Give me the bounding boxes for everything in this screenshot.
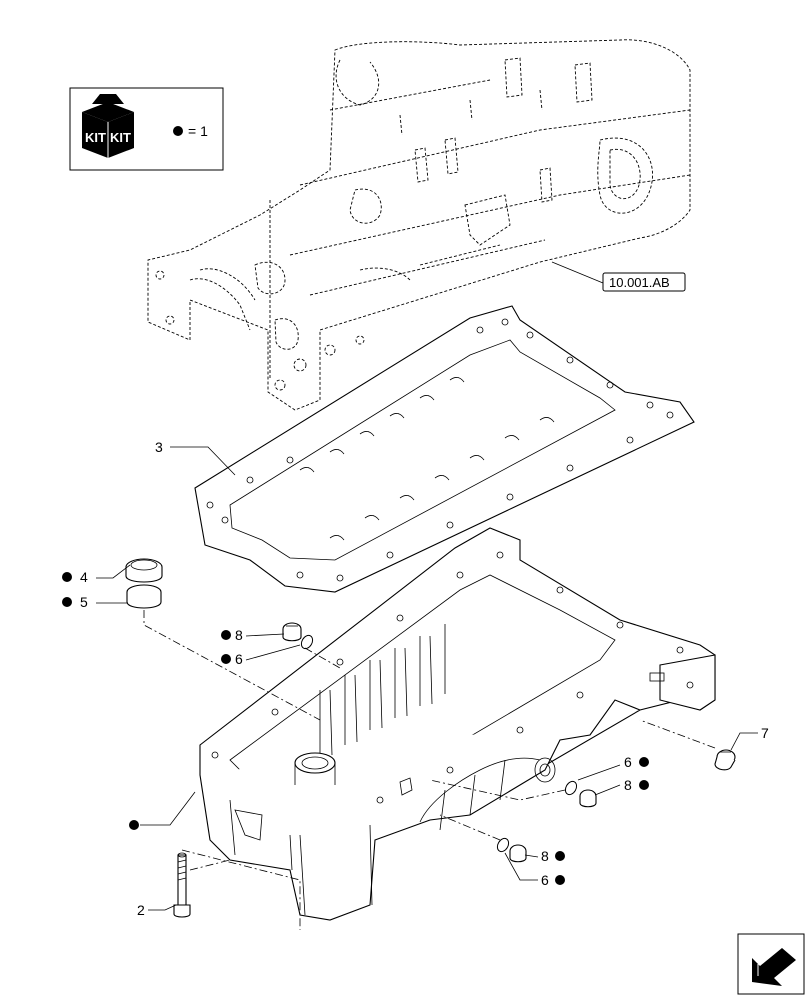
callout-label-8-mid[interactable]: 8	[624, 777, 632, 793]
callout-label-6-mid[interactable]: 6	[624, 754, 632, 770]
o-ring-part-6-top	[300, 634, 314, 650]
kit-dot-icon	[555, 875, 565, 885]
sump-gasket-part-3	[194, 305, 695, 593]
callout-label-8-top[interactable]: 8	[235, 627, 243, 643]
callout-6-top[interactable]: 6	[221, 651, 243, 667]
callout-7[interactable]: 7	[761, 725, 769, 741]
callout-8-bottom[interactable]: 8	[541, 848, 565, 864]
kit-word-left: KIT	[85, 130, 106, 145]
o-ring-part-6-mid	[564, 780, 578, 796]
callout-label-2[interactable]: 2	[137, 902, 145, 918]
plug-part-7	[714, 749, 736, 771]
callout-6-mid[interactable]: 6	[624, 754, 649, 770]
callout-label-5[interactable]: 5	[80, 594, 88, 610]
callout-4[interactable]: 4	[62, 569, 88, 585]
bolt-part-2	[173, 852, 191, 918]
kit-dot-icon	[639, 780, 649, 790]
kit-dot-icon	[639, 757, 649, 767]
reference-label[interactable]: 10.001.AB	[609, 275, 670, 290]
callout-3[interactable]: 3	[155, 439, 163, 455]
callout-8-top[interactable]: 8	[221, 627, 243, 643]
kit-dot-icon	[221, 654, 231, 664]
kit-equals-text: = 1	[188, 123, 208, 139]
callout-label-4[interactable]: 4	[80, 569, 88, 585]
callout-6-bottom[interactable]: 6	[541, 872, 565, 888]
kit-dot-icon	[221, 630, 231, 640]
kit-dot-icon	[129, 820, 139, 830]
callout-leaders	[96, 446, 758, 911]
oil-sump-pan	[199, 527, 716, 921]
kit-word-right: KIT	[110, 130, 131, 145]
cup-plug-part-5	[126, 584, 162, 609]
assembly-lines	[143, 610, 716, 930]
callout-label-3[interactable]: 3	[155, 439, 163, 455]
plug-part-8-top	[282, 622, 302, 642]
kit-dot-icon	[173, 126, 183, 136]
callout-label-8-bottom[interactable]: 8	[541, 848, 549, 864]
kit-box-icon: KIT KIT	[82, 94, 134, 158]
kit-legend: KIT KIT = 1	[69, 87, 224, 171]
plug-part-8-mid	[579, 789, 597, 808]
callout-label-7[interactable]: 7	[761, 725, 769, 741]
callout-8-mid[interactable]: 8	[624, 777, 649, 793]
plug-part-8-bottom	[509, 844, 527, 863]
engine-block-reference	[147, 39, 691, 411]
callout-1-sump[interactable]	[129, 820, 139, 830]
kit-dot-icon	[62, 597, 72, 607]
callout-2[interactable]: 2	[137, 902, 145, 918]
kit-dot-icon	[555, 851, 565, 861]
kit-dot-icon	[62, 572, 72, 582]
reference-callout[interactable]: 10.001.AB	[551, 261, 686, 292]
o-ring-part-6-bottom	[496, 837, 510, 853]
callout-5[interactable]: 5	[62, 594, 88, 610]
callout-label-6-top[interactable]: 6	[235, 651, 243, 667]
plug-cap-part-4	[125, 558, 163, 583]
next-page-arrow-icon[interactable]	[737, 933, 805, 995]
callout-label-6-bottom[interactable]: 6	[541, 872, 549, 888]
